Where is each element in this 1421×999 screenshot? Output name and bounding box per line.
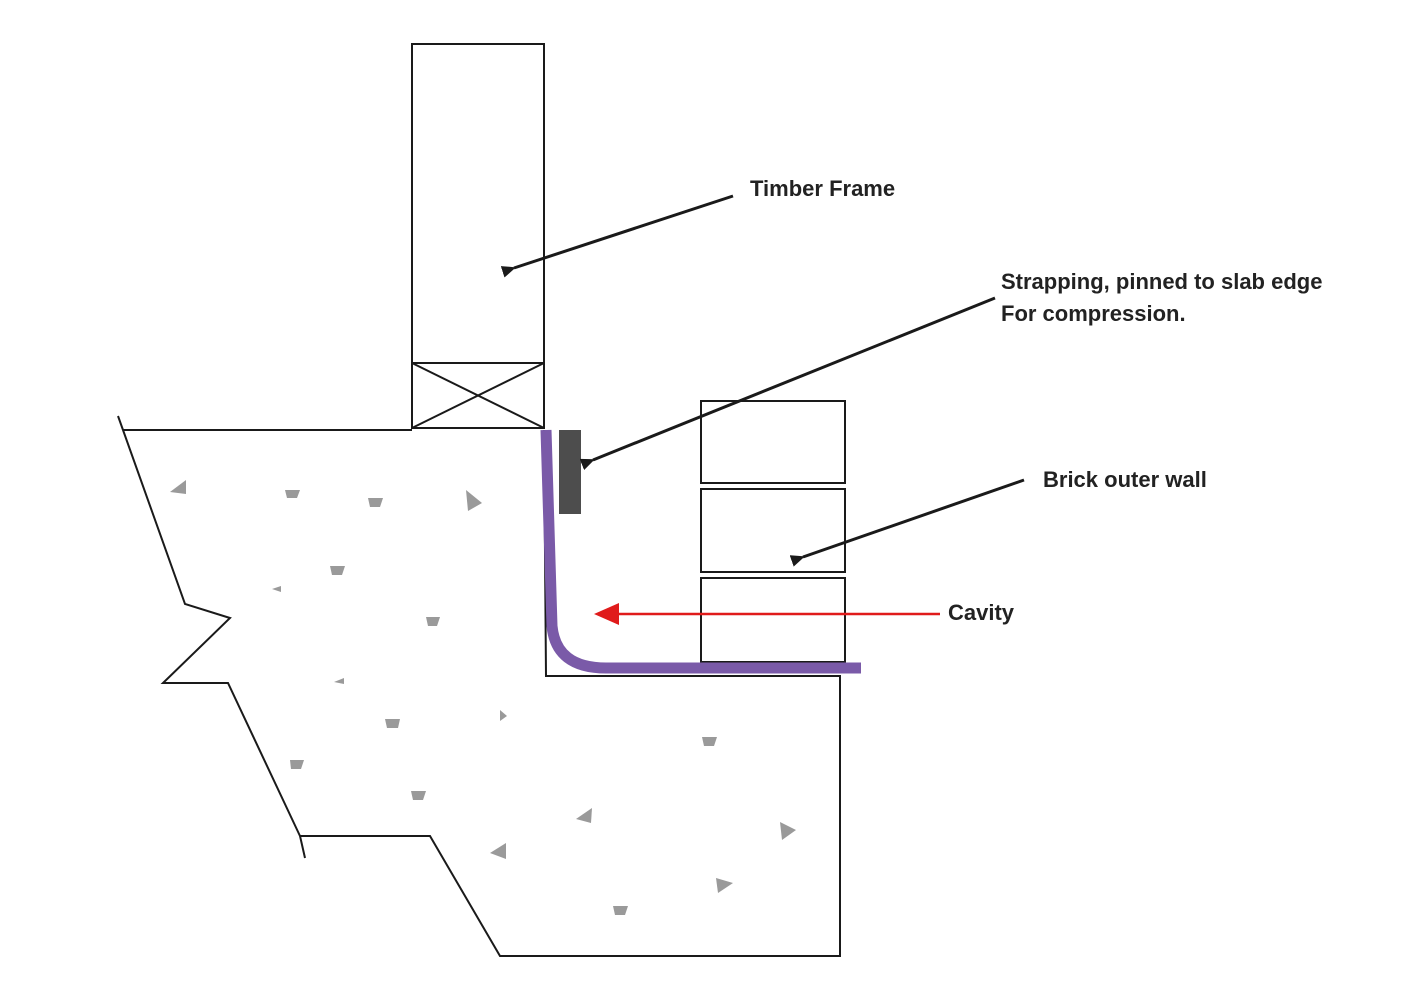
aggregate-speck bbox=[466, 490, 482, 511]
timber-frame bbox=[411, 43, 545, 429]
aggregate-speck bbox=[385, 719, 400, 728]
brick-wall-leader bbox=[789, 478, 1025, 567]
aggregate-speck bbox=[716, 878, 733, 893]
strapping-leader bbox=[579, 296, 996, 471]
aggregate-speck bbox=[334, 678, 344, 684]
aggregate-speck bbox=[290, 760, 304, 769]
brick bbox=[700, 488, 846, 573]
cavity-arrow-head bbox=[594, 603, 619, 625]
concrete-aggregate bbox=[170, 480, 796, 915]
label-strapping-line2: For compression. bbox=[1001, 301, 1186, 326]
aggregate-speck bbox=[368, 498, 383, 507]
aggregate-speck bbox=[285, 490, 300, 498]
timber-frame-leader bbox=[500, 194, 734, 278]
label-timber-frame: Timber Frame bbox=[750, 176, 895, 201]
cavity-arrow bbox=[594, 603, 940, 625]
aggregate-speck bbox=[500, 710, 507, 721]
label-cavity: Cavity bbox=[948, 600, 1015, 625]
aggregate-speck bbox=[702, 737, 717, 746]
aggregate-speck bbox=[780, 822, 796, 840]
aggregate-speck bbox=[411, 791, 426, 800]
slab-outline bbox=[117, 415, 841, 957]
brick-outer-wall bbox=[700, 400, 846, 663]
aggregate-speck bbox=[272, 586, 281, 592]
concrete-slab bbox=[117, 415, 841, 957]
aggregate-speck bbox=[490, 843, 506, 859]
sole-plate-cross bbox=[411, 362, 545, 429]
timber-stud bbox=[411, 43, 545, 364]
membrane bbox=[540, 429, 861, 674]
aggregate-speck bbox=[426, 617, 440, 626]
brick bbox=[700, 400, 846, 484]
aggregate-speck bbox=[170, 480, 186, 494]
aggregate-speck bbox=[576, 808, 592, 823]
label-brick-outer-wall: Brick outer wall bbox=[1043, 467, 1207, 492]
aggregate-speck bbox=[613, 906, 628, 915]
brick bbox=[700, 577, 846, 663]
strapping bbox=[559, 430, 581, 514]
label-strapping-line1: Strapping, pinned to slab edge bbox=[1001, 269, 1322, 294]
aggregate-speck bbox=[330, 566, 345, 575]
